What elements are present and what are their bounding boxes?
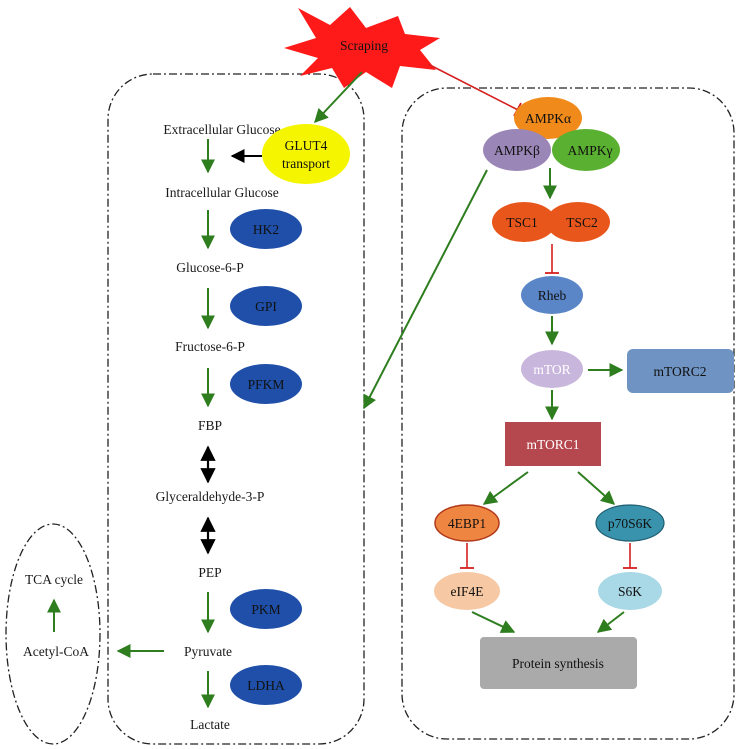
node-ampk-alpha (514, 97, 582, 139)
scraping-star-shape (284, 7, 440, 88)
node-mtorc1 (505, 422, 601, 466)
glut4-transport-node (262, 124, 350, 184)
node-4ebp1 (434, 504, 500, 542)
arrow-eif4e-to-protein (471, 611, 516, 633)
node-tsc1-label: TSC1 (506, 215, 538, 230)
node-ampk-beta-label: AMPKβ (494, 143, 540, 158)
node-protein-synthesis (480, 637, 637, 689)
scraping-label: Scraping (340, 38, 388, 53)
node-ampk-alpha-label: AMPKα (525, 111, 571, 126)
node-rheb-label: Rheb (538, 288, 567, 303)
node-4ebp1-label: 4EBP1 (448, 516, 486, 531)
arrow-mtorc1-to-p70s6k (577, 471, 616, 505)
arrow-s6k-to-protein (596, 611, 625, 633)
enzyme-hk2 (230, 209, 302, 249)
node-rheb (521, 276, 583, 314)
glycolysis-compartment (107, 73, 365, 745)
glut4-label-line2: transport (282, 156, 330, 171)
node-protein-synthesis-label: Protein synthesis (512, 656, 604, 671)
label-acetyl-coa: Acetyl-CoA (23, 644, 89, 659)
node-ampk-gamma-label: AMPKγ (568, 143, 613, 158)
node-ampk-beta (483, 129, 551, 171)
label-glucose-6-p: Glucose-6-P (176, 260, 244, 275)
node-s6k (598, 572, 662, 610)
label-extracellular-glucose: Extracellular Glucose (163, 122, 280, 137)
enzyme-gpi-label: GPI (255, 299, 277, 314)
label-pep: PEP (198, 565, 221, 580)
label-intracellular-glucose: Intracellular Glucose (165, 185, 279, 200)
node-mtor-label: mTOR (533, 362, 570, 377)
enzyme-gpi (230, 286, 302, 326)
arrow-mtorc1-to-4ebp1 (482, 471, 529, 505)
enzyme-pkm (230, 589, 302, 629)
mitochondria-compartment (5, 523, 101, 745)
node-p70s6k (595, 504, 665, 542)
label-pyruvate: Pyruvate (184, 644, 232, 659)
label-lactate: Lactate (190, 717, 230, 732)
node-p70s6k-label: p70S6K (608, 516, 653, 531)
inhibition-scraping-to-ampk (427, 63, 519, 111)
node-mtor (521, 350, 583, 388)
enzyme-pfkm (230, 364, 302, 404)
enzyme-ldha (230, 665, 302, 705)
signaling-compartment (401, 87, 735, 740)
glut4-label-line1: GLUT4 (285, 138, 328, 153)
label-tca-cycle: TCA cycle (25, 572, 83, 587)
arrow-ampk-to-fbp (363, 169, 488, 410)
node-tsc2 (546, 202, 610, 242)
enzyme-ldha-label: LDHA (247, 678, 285, 693)
node-eif4e-label: eIF4E (451, 584, 484, 599)
enzyme-pfkm-label: PFKM (248, 377, 285, 392)
enzyme-pkm-label: PKM (251, 602, 280, 617)
node-mtorc1-label: mTORC1 (526, 437, 579, 452)
node-eif4e (434, 572, 500, 610)
node-mtorc2 (627, 349, 734, 393)
node-mtorc2-label: mTORC2 (653, 364, 706, 379)
arrow-scraping-to-glut4 (314, 71, 363, 124)
node-tsc1 (492, 202, 556, 242)
label-fructose-6-p: Fructose-6-P (175, 339, 245, 354)
label-fbp: FBP (198, 418, 222, 433)
enzyme-hk2-label: HK2 (253, 222, 279, 237)
node-ampk-gamma (552, 129, 620, 171)
label-glyceraldehyde-3-p: Glyceraldehyde-3-P (156, 489, 265, 504)
node-tsc2-label: TSC2 (566, 215, 598, 230)
node-s6k-label: S6K (618, 584, 642, 599)
